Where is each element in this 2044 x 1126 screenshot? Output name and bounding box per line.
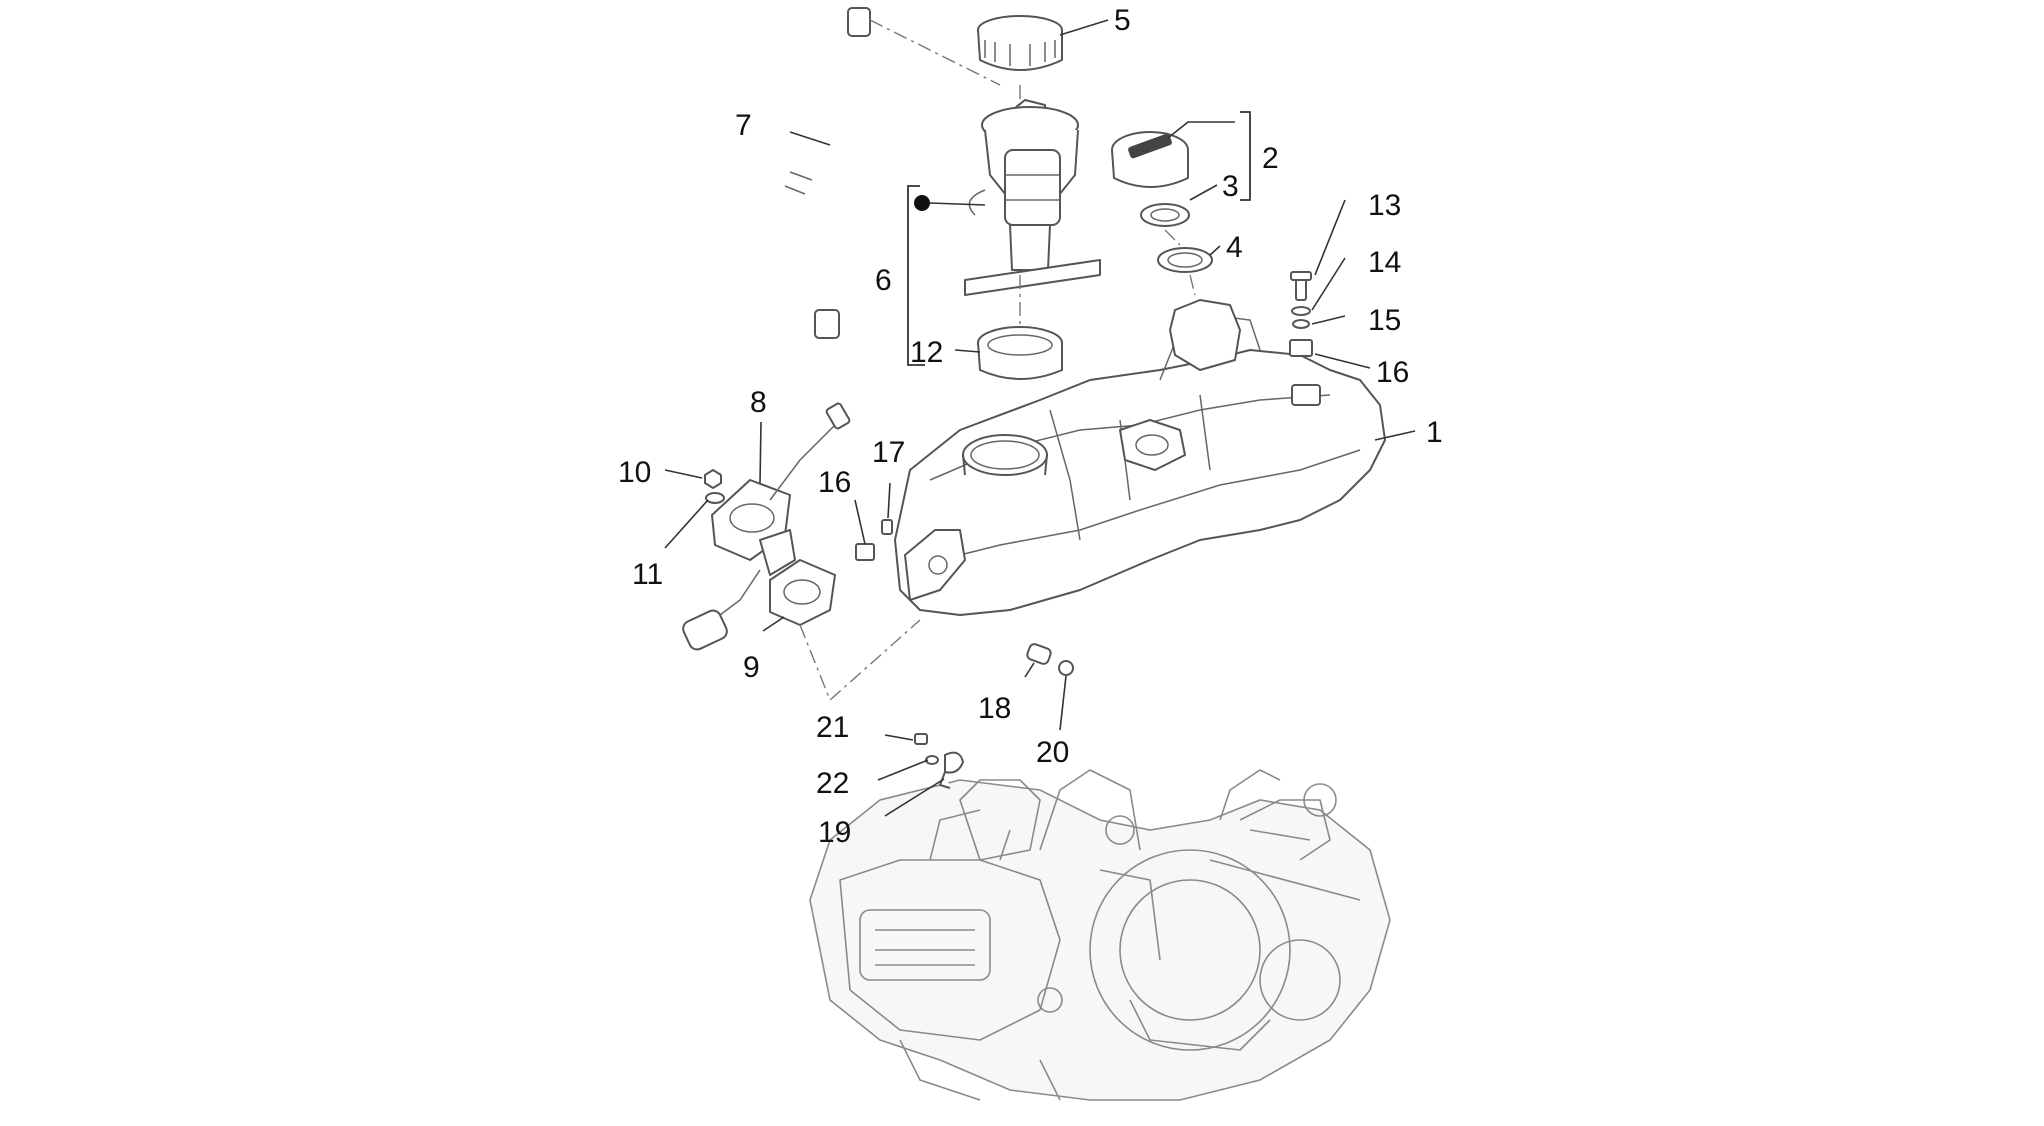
- screw-17: [881, 519, 893, 535]
- callout-11: 11: [632, 558, 663, 591]
- washer-11: [705, 492, 725, 504]
- neck-gasket: [1157, 247, 1213, 273]
- ring-nut: [977, 15, 1063, 71]
- callout-4: 4: [1226, 231, 1243, 264]
- nut-10: [704, 469, 722, 489]
- leader-lines: [664, 19, 1416, 817]
- screw-20: [1058, 660, 1074, 676]
- callout-19: 19: [818, 816, 851, 849]
- callout-22: 22: [816, 767, 849, 800]
- clip-nut-16-upper: [1289, 339, 1313, 357]
- callout-1: 1: [1426, 416, 1443, 449]
- engine-assembly: [809, 769, 1391, 1101]
- hose-clamp-19: [939, 751, 964, 789]
- callout-5: 5: [1114, 4, 1131, 37]
- fuel-tank: [894, 299, 1386, 616]
- callout-12: 12: [910, 336, 943, 369]
- washer-15: [1292, 319, 1310, 329]
- callout-20: 20: [1036, 736, 1069, 769]
- callout-17: 17: [872, 436, 905, 469]
- callout-9: 9: [743, 651, 760, 684]
- callout-21: 21: [816, 711, 849, 744]
- callout-7: 7: [735, 109, 752, 142]
- callout-14: 14: [1368, 246, 1401, 279]
- callout-3: 3: [1222, 170, 1239, 203]
- callout-18: 18: [978, 692, 1011, 725]
- screw-13: [1290, 271, 1312, 301]
- callout-8: 8: [750, 386, 767, 419]
- fuel-level-sender: [682, 402, 851, 651]
- callout-labels: 1 2 3 4 5 6 7 8 9 10 11 12 13 14 15 16 1…: [618, 4, 1443, 849]
- callout-15: 15: [1368, 304, 1401, 337]
- callout-10: 10: [618, 456, 651, 489]
- fuel-pump: [964, 99, 1101, 296]
- spacer-18: [1026, 643, 1052, 665]
- callout-6: 6: [875, 264, 892, 297]
- callout-16-upper: 16: [1376, 356, 1409, 389]
- washer-14: [1291, 306, 1311, 316]
- pump-seal: [977, 326, 1063, 380]
- sender-gasket: [769, 559, 836, 626]
- assembly-lines: [799, 19, 1196, 702]
- callout-13: 13: [1368, 189, 1401, 222]
- screw-21: [914, 733, 928, 745]
- cap-gasket: [1140, 203, 1190, 227]
- callout-16-lower: 16: [818, 466, 851, 499]
- callout-2: 2: [1262, 142, 1279, 175]
- clip-nut-16-lower: [855, 543, 875, 561]
- fuel-hose: [755, 7, 871, 339]
- filler-cap: [1111, 131, 1189, 188]
